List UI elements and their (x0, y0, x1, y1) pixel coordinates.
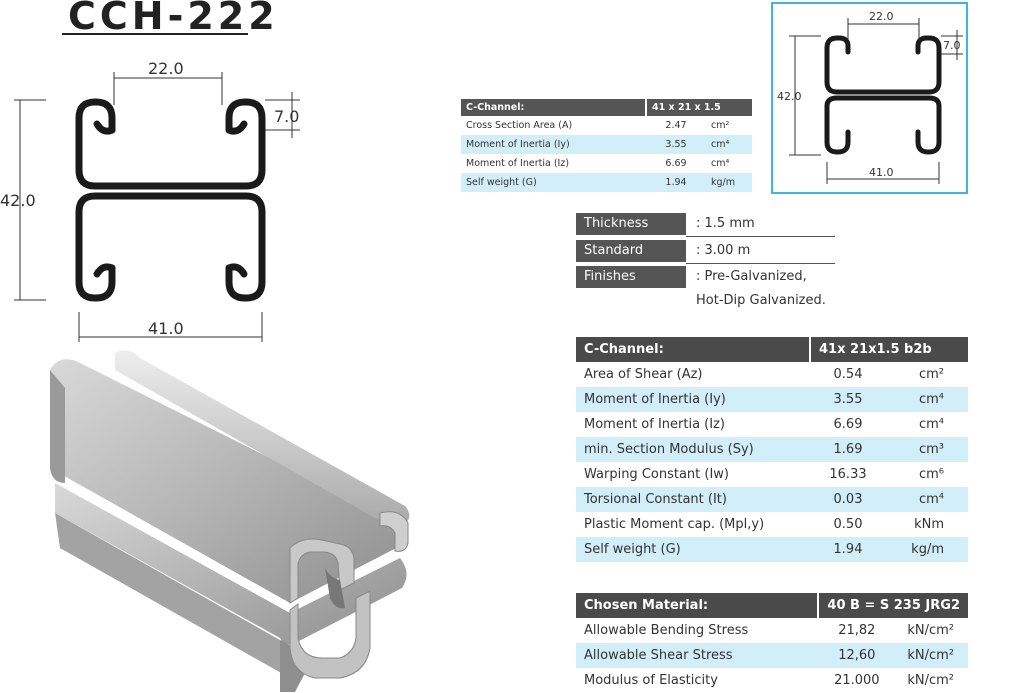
row-unit: cm² (918, 367, 944, 382)
row-value: 3.55 (646, 135, 706, 154)
framed-dim-height: 42.0 (777, 90, 802, 103)
row-label: Moment of Inertia (Iy) (461, 135, 646, 154)
row-value: 6.69 (665, 158, 687, 169)
material-header-title: Chosen Material: (576, 593, 819, 618)
row-label: Area of Shear (Az) (584, 367, 703, 382)
table-row: Moment of Inertia (Iz) 6.69 cm⁴ (576, 412, 968, 437)
framed-dim-lip: 7.0 (943, 39, 961, 52)
product-title: CCH-222 (68, 0, 279, 38)
small-table-header: C-Channel: 41 x 21 x 1.5 (461, 99, 752, 116)
table-row: Plastic Moment cap. (Mpl,y) 0.50 kNm (576, 512, 968, 537)
section-table-header: C-Channel: 41x 21x1.5 b2b (576, 337, 968, 362)
spec-thickness-label: Thickness (576, 213, 686, 235)
row-value: 0.03 (810, 487, 886, 512)
material-header-grade: 40 B = S 235 JRG2 (817, 593, 968, 618)
table-row: Area of Shear (Az) 0.54 cm² (576, 362, 968, 387)
row-label: Self weight (G) (461, 173, 646, 192)
row-value: 1.94 (646, 173, 706, 192)
table-row: Warping Constant (Iw) 16.33 cm⁶ (576, 462, 968, 487)
spec-divider (686, 236, 835, 237)
row-value: 0.54 (833, 367, 863, 382)
row-label: Moment of Inertia (Iz) (584, 417, 725, 432)
row-unit: kN/cm² (907, 623, 954, 638)
row-value: 1.94 (810, 537, 886, 562)
row-unit: cm³ (886, 437, 968, 462)
table-row: Self weight (G) 1.94 kg/m (461, 173, 752, 192)
row-label: Moment of Inertia (Iy) (576, 387, 810, 412)
row-value: 1.69 (810, 437, 886, 462)
profile-drawing-large: 22.0 7.0 42.0 41.0 (0, 60, 300, 342)
material-table: Chosen Material: 40 B = S 235 JRG2 Allow… (576, 593, 968, 693)
table-row: Modulus of Elasticity 21.000 kN/cm² (576, 668, 968, 693)
row-value: 12,60 (818, 643, 896, 668)
spec-finishes-value-2: Hot-Dip Galvanized. (696, 293, 826, 308)
table-row: Moment of Inertia (Iz) 6.69 cm⁴ (461, 154, 752, 173)
row-label: min. Section Modulus (Sy) (576, 437, 810, 462)
dim-lip: 7.0 (274, 107, 299, 126)
row-value: 2.47 (665, 120, 687, 131)
spec-length-value: : 3.00 m (696, 243, 751, 258)
spec-thickness-value: : 1.5 mm (696, 216, 755, 231)
spec-finishes-label: Finishes (576, 266, 686, 288)
row-label: Plastic Moment cap. (Mpl,y) (584, 517, 765, 532)
row-label: Self weight (G) (576, 537, 810, 562)
material-table-header: Chosen Material: 40 B = S 235 JRG2 (576, 593, 968, 618)
section-header-size: 41x 21x1.5 b2b (809, 337, 968, 362)
spec-divider (686, 263, 835, 264)
profile-drawing-framed: 22.0 7.0 42.0 41.0 (771, 2, 968, 194)
row-label: Modulus of Elasticity (584, 673, 718, 688)
small-header-size: 41 x 21 x 1.5 (645, 99, 752, 116)
row-unit: cm² (711, 120, 730, 131)
row-label: Warping Constant (Iw) (584, 467, 730, 482)
title-underline (62, 33, 248, 35)
table-row: Moment of Inertia (Iy) 3.55 cm⁴ (461, 135, 752, 154)
row-unit: cm⁴ (918, 417, 944, 432)
row-label: Allowable Shear Stress (576, 643, 819, 668)
row-unit: cm⁴ (886, 387, 968, 412)
row-unit: cm⁴ (711, 158, 730, 169)
row-unit: kNm (914, 517, 944, 532)
row-unit: kg/m (886, 537, 968, 562)
row-unit: cm⁶ (918, 467, 944, 482)
section-properties-table: C-Channel: 41x 21x1.5 b2b Area of Shear … (576, 337, 968, 562)
dim-width-top: 22.0 (148, 60, 184, 78)
row-label: Cross Section Area (A) (466, 120, 573, 131)
row-unit: kN/cm² (907, 673, 954, 688)
dim-height: 42.0 (0, 191, 36, 210)
row-value: 21.000 (834, 673, 880, 688)
table-row: Allowable Bending Stress 21,82 kN/cm² (576, 618, 968, 643)
spec-finishes-value-1: : Pre-Galvanized, (696, 269, 807, 284)
spec-length-label: Standard Length (576, 240, 686, 280)
row-value: 6.69 (833, 417, 863, 432)
row-value: 21,82 (838, 623, 876, 638)
row-unit: kN/cm² (895, 643, 968, 668)
framed-dim-width: 41.0 (869, 166, 894, 179)
table-row: Cross Section Area (A) 2.47 cm² (461, 116, 752, 135)
framed-dim-width-top: 22.0 (869, 10, 894, 23)
row-label: Allowable Bending Stress (584, 623, 749, 638)
row-value: 0.50 (833, 517, 863, 532)
row-unit: cm⁴ (706, 135, 752, 154)
channel-3d-render (50, 350, 410, 692)
dim-width: 41.0 (148, 319, 184, 338)
row-unit: cm⁴ (886, 487, 968, 512)
row-label: Torsional Constant (It) (576, 487, 810, 512)
row-value: 16.33 (829, 467, 867, 482)
section-header-title: C-Channel: (576, 337, 810, 362)
row-value: 3.55 (810, 387, 886, 412)
row-label: Moment of Inertia (Iz) (466, 158, 570, 169)
small-section-table: C-Channel: 41 x 21 x 1.5 Cross Section A… (461, 99, 752, 192)
row-unit: kg/m (706, 173, 752, 192)
small-header-title: C-Channel: (461, 99, 646, 116)
